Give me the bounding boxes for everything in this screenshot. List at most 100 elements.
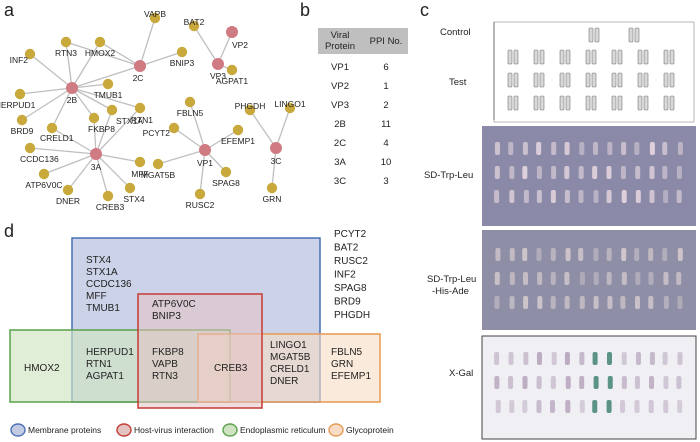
legend-swatch-endoplasmic-reticulum: [222, 423, 238, 437]
colony: [508, 352, 514, 365]
control-well-0-a: [588, 27, 594, 43]
node-label-3a: 3A: [91, 162, 102, 172]
table-cell-protein-3c: 3C: [334, 176, 346, 187]
node-label-vp1: VP1: [197, 158, 213, 168]
colony: [593, 376, 599, 389]
colony: [621, 248, 627, 261]
colony: [509, 248, 515, 261]
colony: [579, 400, 585, 413]
colony: [509, 190, 515, 203]
node-fkbp8: [88, 112, 100, 124]
colony: [606, 166, 612, 179]
colony: [536, 352, 542, 365]
colony: [634, 376, 640, 389]
colony: [494, 166, 500, 179]
edge-vp1-rusc2: [199, 149, 206, 195]
node-label-atp6v0c: ATP6V0C: [25, 180, 62, 190]
colony: [550, 272, 556, 285]
node-label-bat2: BAT2: [184, 17, 205, 27]
plate-his-ade-colonies: [494, 248, 683, 309]
colony: [494, 272, 500, 285]
node-label-phgdh: PHGDH: [235, 101, 266, 111]
colony: [578, 190, 584, 203]
colony: [676, 166, 682, 179]
table-cell-protein-3a: 3A: [334, 157, 346, 168]
venn-glyco-grn: GRN: [331, 359, 353, 370]
label-test: Test: [449, 77, 467, 88]
colony: [494, 296, 500, 309]
colony: [620, 400, 626, 413]
colony: [579, 352, 585, 365]
colony: [634, 248, 640, 261]
edge-3a-ccdc136: [29, 147, 97, 155]
node-vp1: [199, 144, 211, 156]
test-well-1-5-a: [637, 72, 643, 88]
test-well-0-2-b: [565, 49, 571, 65]
test-well-0-3-b: [591, 49, 597, 65]
test-well-1-1-b: [539, 72, 545, 88]
node-agpat1: [226, 64, 238, 76]
table-cell-count-2b: 11: [381, 119, 391, 130]
colony: [677, 142, 683, 155]
node-grn: [266, 182, 278, 194]
node-rtn3: [60, 36, 72, 48]
test-well-1-5-b: [643, 72, 649, 88]
colony: [606, 190, 612, 203]
colony: [550, 400, 556, 413]
test-well-0-0-a: [507, 49, 513, 65]
test-well-2-5-b: [643, 95, 649, 111]
legend-label-membrane-proteins: Membrane proteins: [28, 425, 101, 435]
node-label-stx4: STX4: [123, 194, 145, 204]
colony: [494, 190, 500, 203]
colony: [648, 248, 654, 261]
node-label-ccdc136: CCDC136: [20, 154, 59, 164]
table-cell-count-vp1: 6: [383, 62, 388, 73]
node-label-rusc2: RUSC2: [186, 200, 215, 210]
node-spag8: [220, 166, 232, 178]
colony: [607, 296, 613, 309]
colony: [662, 142, 668, 155]
colony: [550, 190, 556, 203]
colony: [578, 248, 584, 261]
node-mgat5b: [152, 158, 164, 170]
colony: [635, 272, 641, 285]
test-well-1-6-a: [663, 72, 669, 88]
colony: [676, 376, 682, 389]
colony: [536, 190, 542, 203]
colony: [565, 248, 571, 261]
node-label-rtn3: RTN3: [55, 48, 77, 58]
schematic-frame: [493, 21, 695, 123]
node-rusc2: [194, 188, 206, 200]
node-bnip3: [176, 46, 188, 58]
colony: [648, 400, 654, 413]
venn-membrane-ccdc136: CCDC136: [86, 279, 132, 290]
colony: [579, 296, 585, 309]
edge-3a-creb3: [95, 153, 109, 197]
table-header-viral-protein-line2: Protein: [325, 41, 355, 52]
colony: [565, 376, 571, 389]
test-well-2-2-b: [565, 95, 571, 111]
edge-2b-brd9: [21, 87, 73, 121]
colony: [523, 190, 529, 203]
node-label-spag8: SPAG8: [212, 178, 240, 188]
plate-schematic: [507, 27, 675, 111]
colony: [621, 352, 627, 365]
venn-glyco-fbln5: FBLN5: [331, 347, 363, 358]
edge-3a-creld1: [51, 127, 97, 155]
colony: [635, 352, 641, 365]
colony: [523, 296, 529, 309]
table-cell-protein-vp2: VP2: [331, 81, 349, 92]
colony: [607, 376, 613, 389]
edge-3a-mff: [95, 153, 141, 163]
label-control: Control: [440, 27, 471, 38]
node-label-herpud1: HERPUD1: [0, 100, 36, 110]
colony: [663, 376, 669, 389]
venn-membrane-glyco-dner: DNER: [270, 376, 298, 387]
node-label-fkbp8: FKBP8: [88, 124, 115, 134]
colony: [635, 166, 641, 179]
node-label-vp2: VP2: [232, 40, 248, 50]
venn-membrane-hostvirus-atp6v0c: ATP6V0C: [152, 299, 196, 310]
colony: [579, 376, 585, 389]
